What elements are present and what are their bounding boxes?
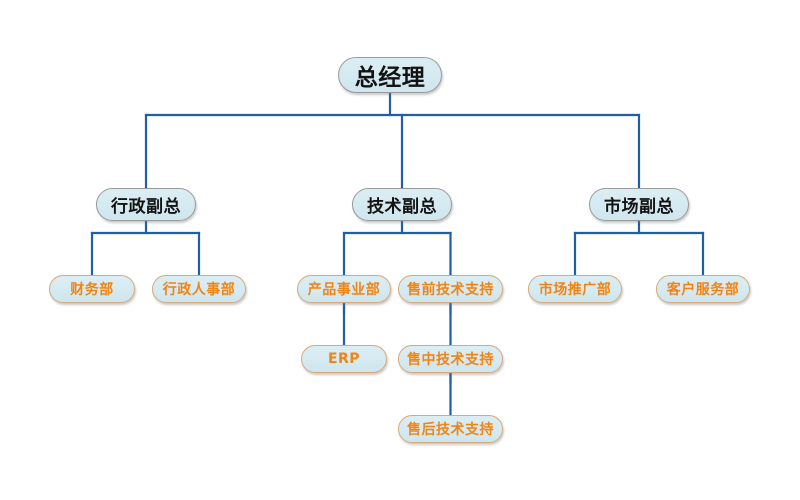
- org-node-presale[interactable]: 售前技术支持: [398, 275, 503, 303]
- org-node-label: 市场推广部: [538, 282, 612, 298]
- org-node-vp_tech[interactable]: 技术副总: [352, 188, 452, 221]
- org-node-label: 技术副总: [367, 197, 437, 217]
- org-node-promotion[interactable]: 市场推广部: [528, 275, 622, 303]
- org-node-label: 财务部: [70, 282, 114, 298]
- org-node-label: 总经理: [354, 65, 426, 91]
- connector-group: [90, 91, 705, 417]
- org-node-finance[interactable]: 财务部: [49, 275, 135, 303]
- org-node-admin_hr[interactable]: 行政人事部: [152, 275, 246, 303]
- org-node-label: 行政副总: [111, 197, 181, 217]
- org-node-label: 市场副总: [604, 197, 674, 217]
- org-node-label: 售前技术支持: [407, 282, 494, 298]
- org-node-erp[interactable]: ERP: [301, 345, 387, 373]
- org-node-insale[interactable]: 售中技术支持: [398, 345, 503, 373]
- org-node-aftersale[interactable]: 售后技术支持: [398, 415, 503, 443]
- org-node-cust_service[interactable]: 客户服务部: [656, 275, 750, 303]
- org-node-label: 产品事业部: [307, 282, 381, 298]
- org-node-label: 客户服务部: [666, 282, 740, 298]
- org-node-gm[interactable]: 总经理: [338, 57, 442, 93]
- org-node-product[interactable]: 产品事业部: [297, 275, 391, 303]
- org-node-vp_admin[interactable]: 行政副总: [96, 188, 196, 221]
- org-node-label: 售后技术支持: [407, 422, 494, 438]
- org-node-label: ERP: [327, 351, 361, 367]
- org-node-vp_market[interactable]: 市场副总: [589, 188, 689, 221]
- org-node-label: 行政人事部: [162, 282, 236, 298]
- org-node-label: 售中技术支持: [407, 352, 494, 368]
